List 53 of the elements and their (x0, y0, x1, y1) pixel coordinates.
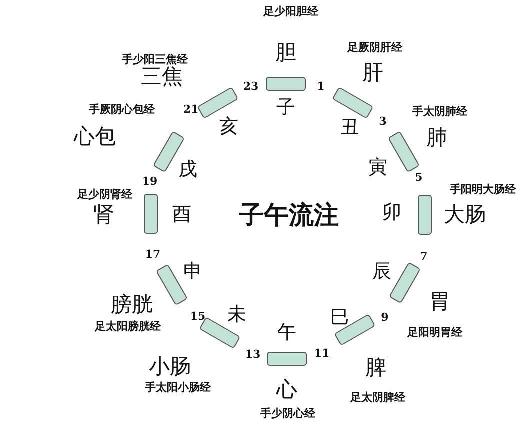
meridian-name: 手太阴肺经 (412, 106, 468, 118)
hour-number: 7 (420, 250, 428, 264)
earthly-branch: 卯 (382, 202, 402, 224)
organ-name: 肺 (426, 126, 448, 150)
hour-number: 17 (145, 248, 161, 262)
earthly-branch: 巳 (330, 308, 350, 328)
organ-name: 心包 (74, 125, 116, 149)
organ-name: 肝 (362, 61, 384, 85)
meridian-name: 足厥阴肝经 (348, 42, 402, 54)
meridian-name: 手阳明大肠经 (450, 184, 516, 196)
earthly-branch: 未 (228, 304, 246, 326)
organ-name: 心 (276, 378, 298, 402)
meridian-name: 足太阴脾经 (350, 392, 406, 404)
organ-name: 三焦 (141, 65, 183, 89)
organ-name: 膀胱 (111, 293, 153, 317)
hour-number: 3 (379, 116, 387, 128)
hour-number: 19 (142, 176, 158, 188)
meridian-name: 手少阴心经 (260, 408, 316, 420)
hour-number: 13 (245, 348, 261, 362)
earthly-branch: 酉 (172, 204, 192, 226)
earthly-branch: 亥 (220, 116, 238, 138)
clock-segment (418, 195, 432, 235)
earthly-branch: 子 (276, 98, 296, 118)
earthly-branch: 申 (184, 262, 202, 282)
clock-segment (266, 77, 306, 91)
meridian-name: 手厥阴心包经 (89, 104, 155, 116)
organ-name: 小肠 (149, 355, 191, 379)
clock-segment (144, 194, 158, 234)
organ-name: 大肠 (444, 203, 486, 227)
organ-name: 脾 (366, 356, 386, 380)
meridian-name: 足少阴肾经 (78, 188, 132, 202)
hour-number: 1 (317, 80, 325, 94)
center-title: 子午流注 (239, 201, 339, 229)
meridian-name: 足阳明胃经 (408, 326, 462, 340)
hour-number: 5 (415, 172, 423, 184)
meridian-name: 手少阳三焦经 (122, 54, 188, 66)
organ-name: 肾 (94, 203, 114, 227)
meridian-name: 手太阳小肠经 (145, 382, 211, 394)
hour-number: 9 (381, 312, 389, 324)
earthly-branch: 寅 (368, 158, 388, 178)
hour-number: 21 (183, 104, 199, 116)
meridian-name: 足太阳膀胱经 (95, 320, 161, 334)
clock-segment (267, 352, 307, 366)
organ-name: 胃 (430, 290, 450, 314)
hour-number: 11 (314, 348, 330, 360)
hour-number: 15 (190, 310, 206, 324)
meridian-name: 足少阳胆经 (264, 6, 318, 18)
earthly-branch: 戌 (178, 160, 198, 180)
earthly-branch: 辰 (372, 262, 392, 282)
organ-name: 胆 (276, 41, 296, 65)
earthly-branch: 丑 (340, 118, 360, 138)
earthly-branch: 午 (278, 322, 296, 344)
hour-number: 23 (243, 80, 259, 94)
